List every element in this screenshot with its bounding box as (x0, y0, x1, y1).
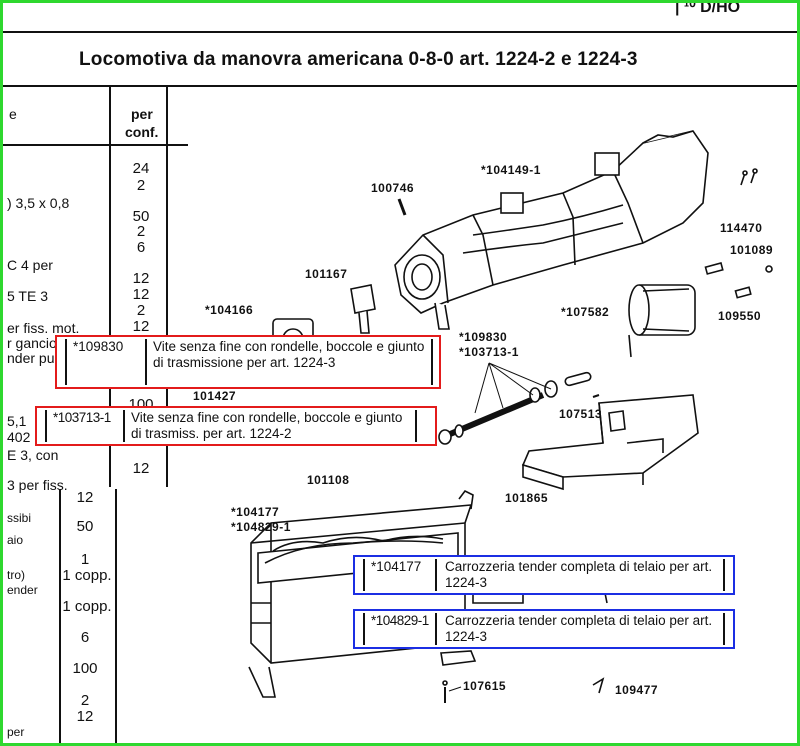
part-number-label: 101108 (307, 473, 350, 487)
highlight-box-104177: *104177 Carrozzeria tender completa di t… (353, 555, 735, 595)
quantity-value: 6 (80, 629, 90, 646)
quantity-value: 50 (76, 518, 94, 535)
list-item: ender (7, 583, 38, 597)
quantity-value: 2 (136, 302, 146, 319)
table-header-rule (3, 144, 188, 146)
box-divider (123, 410, 125, 442)
list-item: er fiss. mot. (7, 320, 80, 336)
box-code: *103713-1 (53, 410, 111, 425)
box-divider (415, 410, 417, 442)
part-number-label: 101089 (730, 243, 774, 257)
box-divider (431, 339, 433, 385)
box-divider (723, 613, 725, 645)
list-item: ssibi (7, 511, 32, 525)
part-number-label: *104829-1 (231, 520, 291, 534)
box-code: *109830 (73, 339, 124, 354)
table-divider (166, 87, 168, 487)
list-item: tro) (7, 568, 25, 582)
quantity-value: 12 (132, 460, 150, 477)
header-rule-top (3, 31, 797, 33)
box-divider (363, 559, 365, 591)
box-divider (723, 559, 725, 591)
table-header-e: e (9, 106, 17, 122)
part-number-label: 101167 (305, 267, 348, 281)
quantity-value: 100 (72, 660, 98, 677)
list-item: r gancio (7, 335, 57, 351)
highlight-box-109830: *109830 Vite senza fine con rondelle, bo… (55, 335, 441, 389)
part-number-label: 109550 (718, 309, 762, 323)
part-number-label: 100746 (371, 181, 415, 195)
list-item: aio (7, 533, 24, 547)
quantity-value: 1 copp. (62, 567, 112, 584)
box-description: Vite senza fine con rondelle, boccole e … (131, 410, 403, 441)
part-number-label: *107582 (561, 305, 610, 319)
box-divider (435, 613, 437, 645)
table-divider (109, 87, 111, 487)
page-title: Locomotiva da manovra americana 0-8-0 ar… (79, 49, 638, 70)
part-number-label: *104177 (231, 505, 280, 519)
part-number-label: *104166 (205, 303, 254, 317)
quantity-value: 1 copp. (62, 598, 112, 615)
part-number-label: *109830 (459, 330, 508, 344)
box-divider (435, 559, 437, 591)
list-item: 3 per fiss. (7, 477, 68, 493)
quantity-value: 12 (76, 489, 94, 506)
quantity-value: 12 (132, 270, 150, 287)
box-code: *104829-1 (371, 613, 429, 628)
quantity-value: 6 (136, 239, 146, 256)
box-divider (145, 339, 147, 385)
quantity-value: 12 (76, 708, 94, 725)
box-divider (45, 410, 47, 442)
part-number-label: 107615 (463, 679, 507, 693)
highlight-box-104829-1: *104829-1 Carrozzeria tender completa di… (353, 609, 735, 649)
list-item: per (7, 725, 25, 739)
part-number-label: 101427 (193, 389, 237, 403)
table-header-conf: conf. (125, 124, 159, 140)
highlight-box-103713-1: *103713-1 Vite senza fine con rondelle, … (35, 406, 437, 446)
list-item: 402 (7, 429, 31, 445)
list-item: C 4 per (7, 257, 53, 273)
box-divider (363, 613, 365, 645)
quantity-value: 12 (132, 318, 150, 335)
part-number-label: 109477 (615, 683, 659, 697)
quantity-value: 2 (136, 177, 146, 194)
quantity-value: 2 (136, 223, 146, 240)
table-divider (59, 489, 61, 743)
list-item: 5 TE 3 (7, 288, 48, 304)
list-item: ) 3,5 x 0,8 (7, 195, 70, 211)
part-number-label: *104149-1 (481, 163, 541, 177)
box-description: Carrozzeria tender completa di telaio pe… (445, 559, 713, 590)
quantity-value: 50 (132, 208, 150, 225)
table-header-per: per (131, 106, 153, 122)
part-number-label: 107513 (559, 407, 603, 421)
quantity-value: 12 (132, 286, 150, 303)
list-item: 5,1 (7, 413, 27, 429)
header-rule-bottom (3, 85, 797, 87)
quantity-value: 2 (80, 692, 90, 709)
quantity-value: 24 (132, 160, 150, 177)
box-description: Vite senza fine con rondelle, boccole e … (153, 339, 425, 370)
box-code: *104177 (371, 559, 422, 574)
list-item: E 3, con (7, 447, 59, 463)
box-divider (65, 339, 67, 385)
part-number-label: 101865 (505, 491, 549, 505)
page-corner-label: | ¹⁰ D/HO (675, 0, 741, 16)
list-item: nder pu (7, 350, 55, 366)
part-number-label: 114470 (720, 221, 763, 235)
quantity-value: 1 (80, 551, 90, 568)
box-description: Carrozzeria tender completa di telaio pe… (445, 613, 713, 644)
part-number-label: *103713-1 (459, 345, 519, 359)
table-divider (115, 489, 117, 743)
